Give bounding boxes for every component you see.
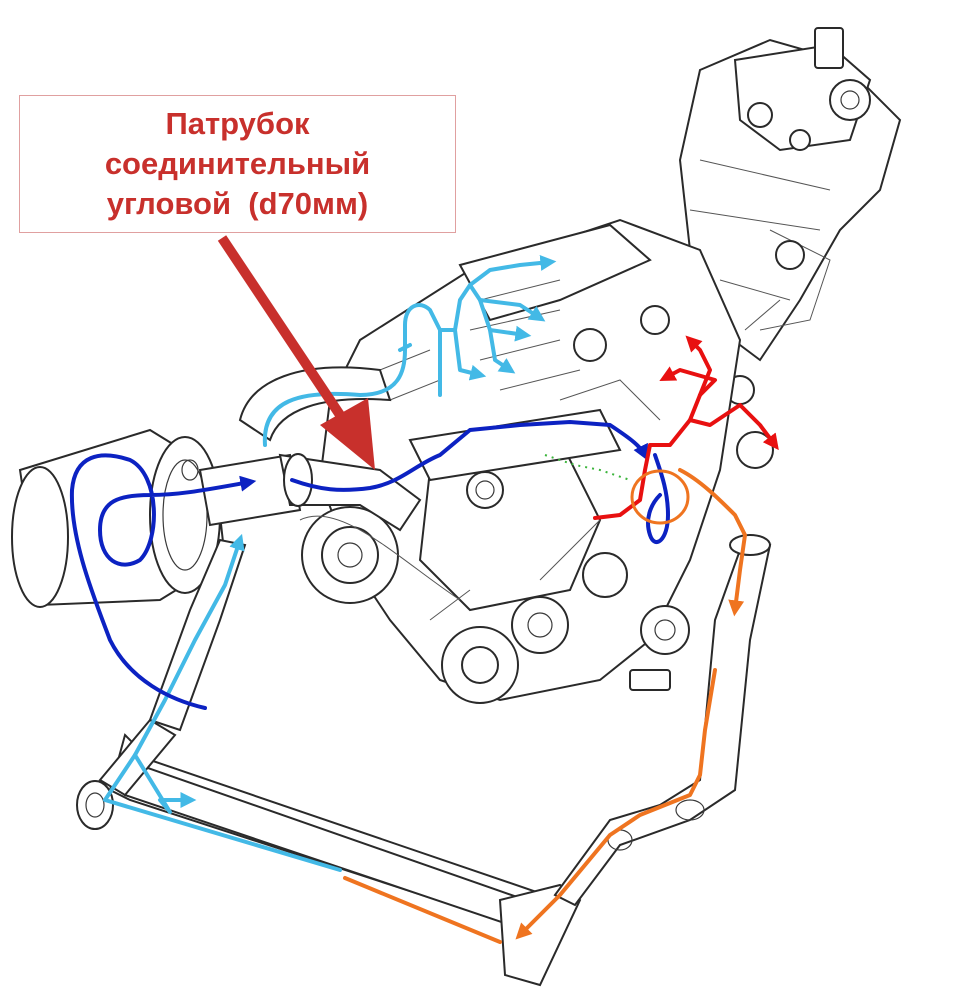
component-callout: Патрубок соединительный угловой (d70мм) bbox=[19, 95, 456, 233]
callout-line-1: Патрубок bbox=[165, 106, 310, 141]
cold-air-flow-path bbox=[103, 254, 557, 872]
callout-line-2: соединительный bbox=[104, 146, 371, 181]
hot-return-flow-path bbox=[343, 468, 747, 944]
pointer-arrow bbox=[217, 235, 375, 470]
intake-to-engine-flow-path bbox=[69, 420, 670, 710]
intercooler-piping-drawing bbox=[76, 534, 772, 987]
air-filter-drawing bbox=[11, 428, 227, 608]
gearbox-drawing bbox=[678, 27, 902, 469]
gas-recirculation-dotted-path bbox=[544, 454, 631, 481]
intake-hoses-drawing bbox=[198, 366, 622, 532]
callout-line-3: угловой (d70мм) bbox=[106, 186, 369, 221]
